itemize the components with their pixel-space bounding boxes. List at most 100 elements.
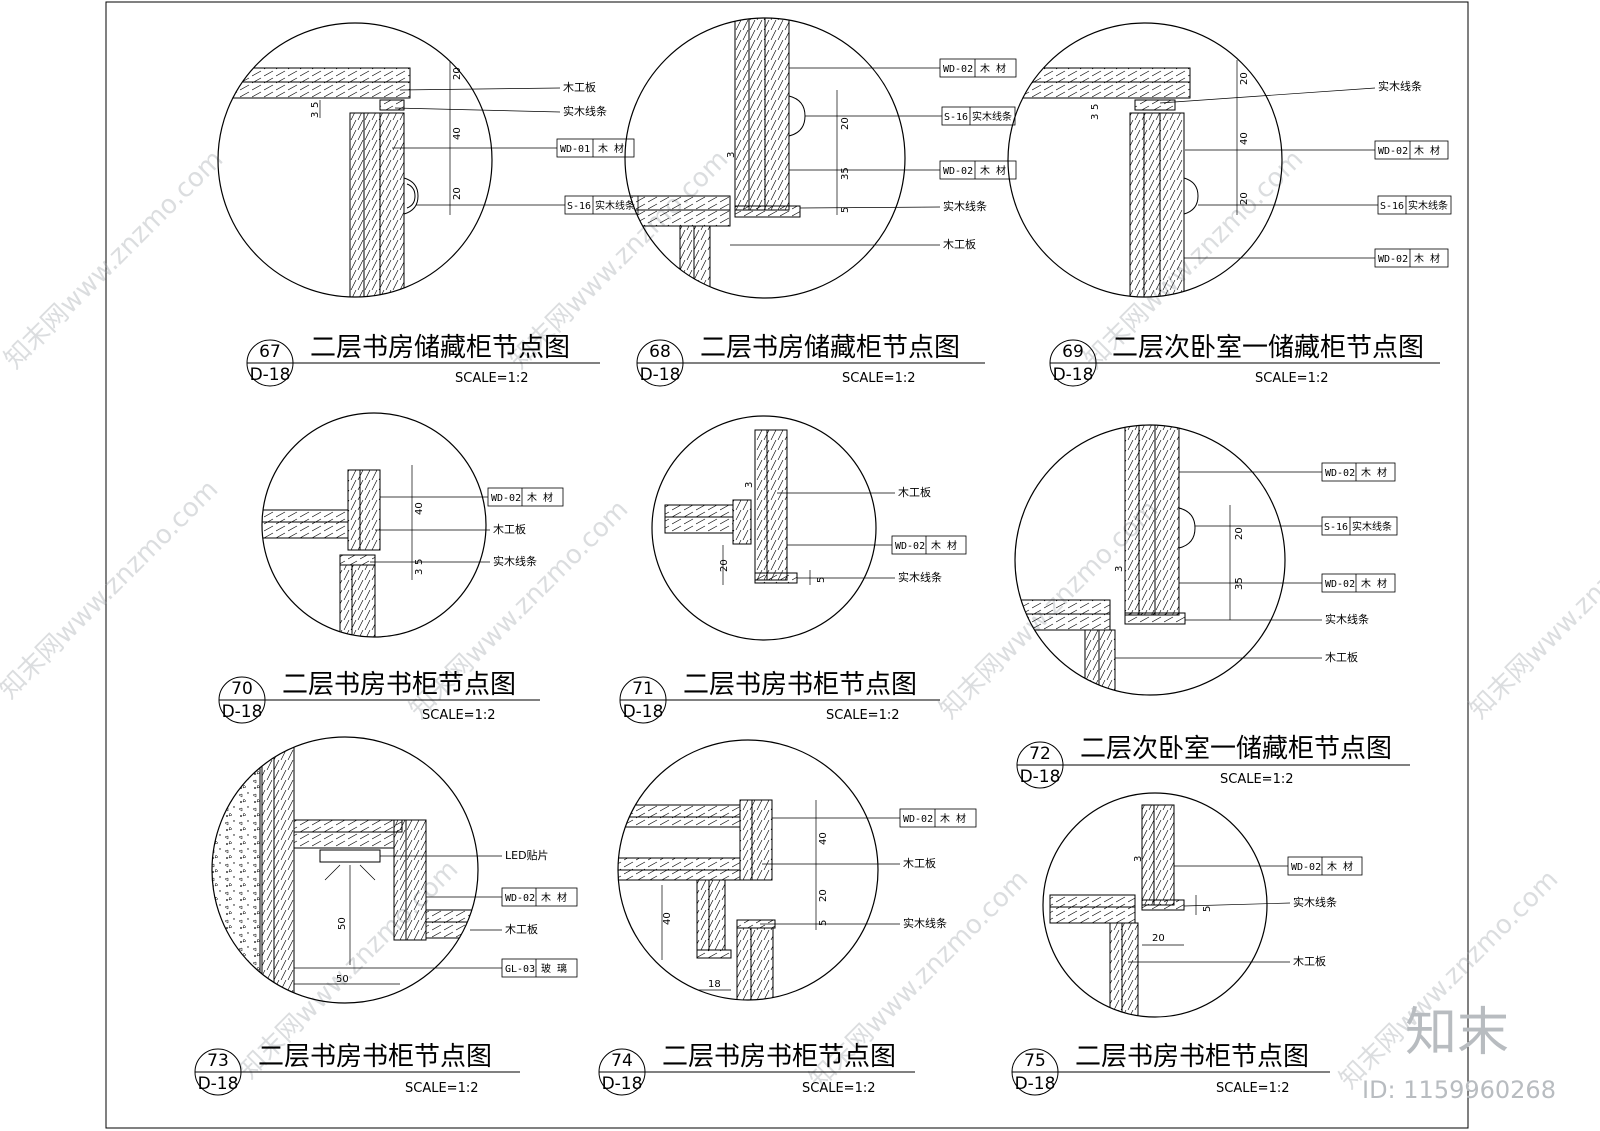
- dimension: 40: [818, 832, 829, 845]
- material-name: 玻 璃: [541, 962, 567, 975]
- dimension: 5: [818, 920, 829, 926]
- material-name: 木 材: [527, 491, 553, 504]
- callout-label: 木工板: [1293, 954, 1326, 968]
- material-name: 木 材: [980, 164, 1006, 177]
- dimension: 3: [1090, 114, 1101, 120]
- detail-title: 二层书房储藏柜节点图: [700, 333, 960, 363]
- sheet-ref: D-18: [623, 702, 664, 722]
- detail-title: 二层书房书柜节点图: [282, 670, 516, 700]
- detail-scale: SCALE=1:2: [422, 708, 496, 723]
- dimension: 3: [414, 569, 425, 575]
- sheet-ref: D-18: [222, 702, 263, 722]
- dimension: 20: [1239, 192, 1250, 205]
- dimension: 20: [452, 67, 463, 80]
- callout-label: 实木线条: [493, 554, 537, 568]
- material-code: WD-02: [943, 166, 973, 177]
- dimension: 20: [1234, 527, 1245, 540]
- sheet-ref: D-18: [1053, 365, 1094, 385]
- detail-title: 二层书房书柜节点图: [1075, 1042, 1309, 1072]
- detail-scale: SCALE=1:2: [1216, 1081, 1290, 1096]
- detail-68: 20 35 5 3 WD-02 木 材 S-16 实木线条 WD-02 木 材 …: [624, 17, 1017, 387]
- callout-label: 木工板: [505, 922, 538, 936]
- dimension: 20: [719, 559, 730, 572]
- detail-title: 二层书房书柜节点图: [662, 1042, 896, 1072]
- callout-label: 木工板: [943, 237, 976, 251]
- callout-label: 木工板: [898, 485, 931, 499]
- detail-69: 20 40 20 5 3 实木线条 WD-02 木 材 S-16 实木线条 WD…: [1007, 22, 1452, 387]
- detail-67: 20 40 20 5 3 木工板 实木线条 WD-01 木 材 S-16 实木线…: [217, 22, 639, 387]
- dimension: 20: [840, 117, 851, 130]
- dimension: 20: [818, 889, 829, 902]
- material-name: 实木线条: [595, 199, 635, 212]
- detail-title: 二层书房书柜节点图: [683, 670, 917, 700]
- detail-scale: SCALE=1:2: [842, 371, 916, 386]
- detail-title: 二层次卧室一储藏柜节点图: [1112, 333, 1424, 363]
- material-code: S-16: [1380, 201, 1404, 212]
- dimension: 20: [1239, 72, 1250, 85]
- callout-label: 实木线条: [898, 570, 942, 584]
- callout-label: 木工板: [493, 522, 526, 536]
- detail-72: 20 35 3 WD-02 木 材 S-16 实木线条 WD-02 木 材 实木…: [1014, 424, 1410, 789]
- material-name: 木 材: [1361, 577, 1387, 590]
- dimension: 3: [744, 482, 755, 488]
- detail-number: 72: [1029, 744, 1051, 764]
- dimension: 3: [726, 152, 737, 158]
- material-code: WD-02: [1325, 579, 1355, 590]
- material-code: S-16: [567, 201, 591, 212]
- material-code: WD-02: [1378, 146, 1408, 157]
- material-name: 木 材: [931, 539, 957, 552]
- material-code: S-16: [944, 112, 968, 123]
- sheet-ref: D-18: [198, 1074, 239, 1094]
- detail-scale: SCALE=1:2: [1255, 371, 1329, 386]
- sheet-ref: D-18: [1020, 767, 1061, 787]
- callout-label: 实木线条: [563, 104, 607, 118]
- sheet-ref: D-18: [250, 365, 291, 385]
- callout-label: 实木线条: [1293, 895, 1337, 909]
- callout-label: LED贴片: [505, 848, 549, 862]
- callout-label: 实木线条: [1378, 79, 1422, 93]
- detail-scale: SCALE=1:2: [1220, 772, 1294, 787]
- material-name: 实木线条: [1352, 520, 1392, 533]
- material-code: WD-02: [505, 893, 535, 904]
- callout-label: 实木线条: [943, 199, 987, 213]
- detail-number: 71: [632, 679, 654, 699]
- material-code: WD-02: [895, 541, 925, 552]
- material-code: WD-02: [943, 64, 973, 75]
- material-name: 实木线条: [1408, 199, 1448, 212]
- dimension: 35: [1234, 577, 1245, 590]
- material-code: WD-02: [903, 814, 933, 825]
- material-code: WD-02: [1291, 862, 1321, 873]
- dimension: 35: [840, 167, 851, 180]
- dimension: 3: [310, 112, 321, 118]
- detail-71: 20 5 3 木工板 WD-02 木 材 实木线条 71 D-18 二层书房书柜…: [619, 415, 967, 724]
- detail-scale: SCALE=1:2: [405, 1081, 479, 1096]
- detail-title: 二层书房储藏柜节点图: [310, 333, 570, 363]
- material-name: 木 材: [1414, 144, 1440, 157]
- material-name: 木 材: [1327, 860, 1353, 873]
- dimension: 40: [414, 502, 425, 515]
- dimension: 5: [1202, 906, 1213, 912]
- material-code: WD-02: [491, 493, 521, 504]
- dimension: 5: [1090, 104, 1101, 110]
- dimension: 50: [337, 917, 348, 930]
- detail-number: 68: [649, 342, 671, 362]
- dimension: 20: [452, 187, 463, 200]
- detail-title: 二层次卧室一储藏柜节点图: [1080, 734, 1392, 764]
- callout-label: 木工板: [1325, 650, 1358, 664]
- dimension: 5: [816, 577, 827, 583]
- detail-number: 70: [231, 679, 253, 699]
- material-name: 木 材: [980, 62, 1006, 75]
- detail-scale: SCALE=1:2: [802, 1081, 876, 1096]
- dimension: 3: [1114, 566, 1125, 572]
- detail-scale: SCALE=1:2: [826, 708, 900, 723]
- dimension: 5: [310, 102, 321, 108]
- material-code: WD-01: [560, 144, 590, 155]
- watermark-text: 知末网www.znzmo.com: [1464, 494, 1600, 725]
- dimension: 18: [708, 979, 721, 990]
- dimension: 20: [1152, 933, 1165, 944]
- material-code: WD-02: [1325, 468, 1355, 479]
- material-code: GL-03: [505, 964, 535, 975]
- dimension: 50: [336, 974, 349, 985]
- dimension: 3: [1133, 856, 1144, 862]
